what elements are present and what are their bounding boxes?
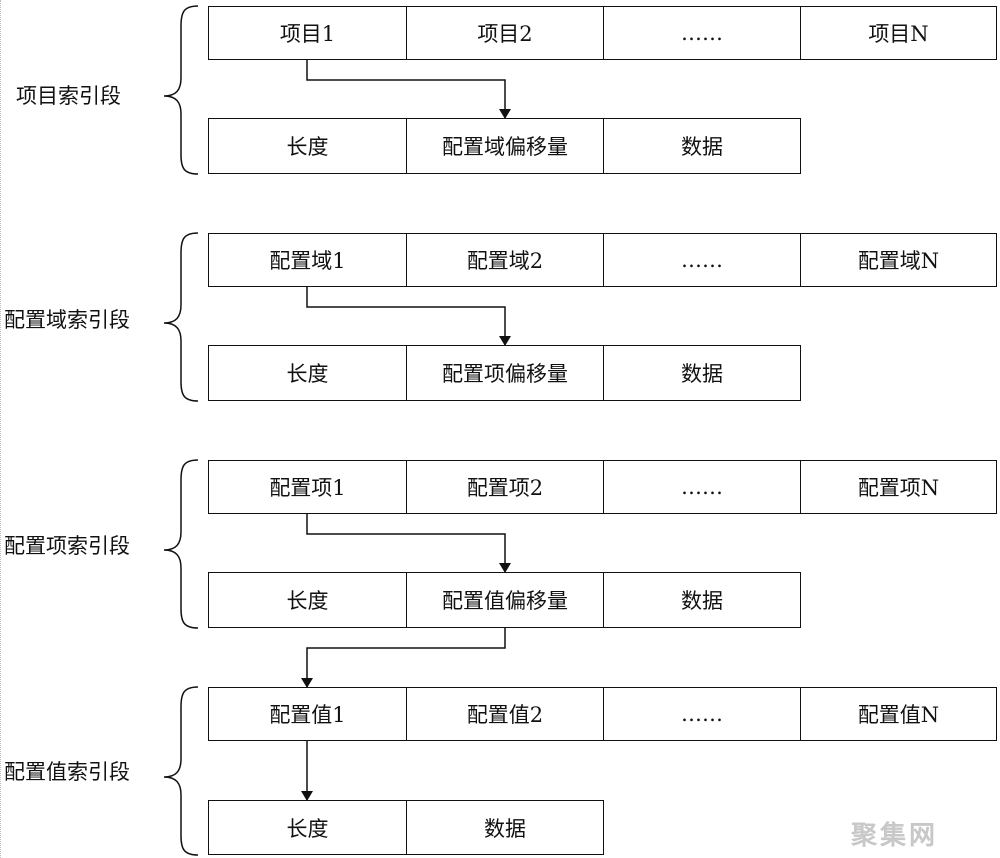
section-3-bottom-cell-length: 长度 [208,572,407,628]
section-4-brace [163,686,199,856]
section-2-bottom-cell-length: 长度 [208,345,407,401]
section-1-bottom-cell-length: 长度 [208,118,407,174]
section-2-top-cell-ellipsis: …… [603,233,801,287]
section-1-brace [163,5,199,175]
arrow-value-offset-to-value1 [301,628,506,688]
section-4-label: 配置值索引段 [4,760,130,784]
section-1-top-cell-ellipsis: …… [603,6,801,60]
section-2-bottom-cell-offset: 配置项偏移量 [406,345,604,401]
arrow-domain1-to-item-offset [306,287,511,346]
section-3-top-cell-2: 配置项2 [406,460,604,514]
section-3-label: 配置项索引段 [4,534,130,558]
section-3-bottom-cell-offset: 配置值偏移量 [406,572,604,628]
section-1-top-cell-2: 项目2 [406,6,604,60]
section-3-bottom-cell-data: 数据 [603,572,801,628]
section-3-top-cell-1: 配置项1 [208,460,407,514]
section-4-top-cell-ellipsis: …… [603,687,801,741]
section-4-bottom-cell-data: 数据 [406,800,604,855]
section-2-top-cell-1: 配置域1 [208,233,407,287]
arrow-item1-to-value-offset [306,514,511,573]
section-2-top-cell-2: 配置域2 [406,233,604,287]
section-4-bottom-cell-length: 长度 [208,800,407,855]
section-3-top-cell-ellipsis: …… [603,460,801,514]
section-3-top-cell-n: 配置项N [800,460,997,514]
section-2-top-cell-n: 配置域N [800,233,997,287]
section-2-label: 配置域索引段 [4,308,130,332]
section-3-brace [163,459,199,629]
section-1-label: 项目索引段 [16,84,121,108]
arrow-item1-to-domain-offset [306,60,511,119]
section-4-top-cell-2: 配置值2 [406,687,604,741]
section-2-bottom-cell-data: 数据 [603,345,801,401]
section-4-top-cell-1: 配置值1 [208,687,407,741]
section-2-brace [163,232,199,402]
section-1-bottom-cell-offset: 配置域偏移量 [406,118,604,174]
watermark: 聚集网 [850,821,938,851]
section-1-top-cell-1: 项目1 [208,6,407,60]
section-4-top-cell-n: 配置值N [800,687,997,741]
section-1-top-cell-n: 项目N [800,6,997,60]
left-edge-dotted-line [0,0,1,858]
section-1-bottom-cell-data: 数据 [603,118,801,174]
